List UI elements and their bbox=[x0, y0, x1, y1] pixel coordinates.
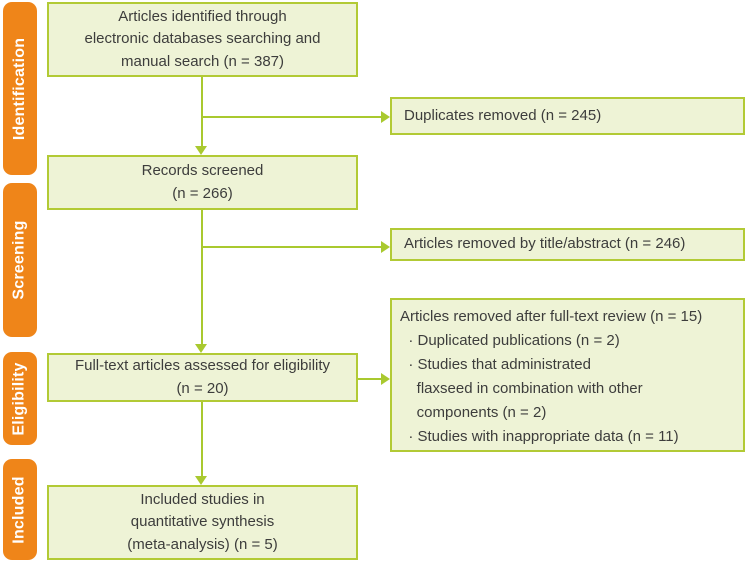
connector-identified-to-screened bbox=[201, 77, 203, 147]
stage-label-text: Eligibility bbox=[11, 361, 29, 436]
arrowhead-down-icon bbox=[195, 476, 207, 485]
connector-fulltext-to-included bbox=[201, 402, 203, 477]
connector-screened-to-fulltext bbox=[201, 210, 203, 345]
connector-to-removed-fulltext bbox=[358, 378, 382, 380]
stage-label-text: Identification bbox=[11, 37, 29, 140]
arrowhead-right-icon bbox=[381, 241, 390, 253]
arrowhead-down-icon bbox=[195, 146, 207, 155]
box-articles-identified: Articles identified through electronic d… bbox=[47, 2, 358, 77]
box-fulltext-assessed: Full-text articles assessed for eligibil… bbox=[47, 353, 358, 402]
box-removed-title-abstract: Articles removed by title/abstract (n = … bbox=[390, 228, 745, 261]
stage-label-screening: Screening bbox=[3, 183, 37, 337]
stage-label-identification: Identification bbox=[3, 2, 37, 175]
connector-to-removed-title-abstract bbox=[201, 246, 382, 248]
box-included-studies: Included studies in quantitative synthes… bbox=[47, 485, 358, 560]
connector-to-duplicates-removed bbox=[201, 116, 382, 118]
stage-label-included: Included bbox=[3, 459, 37, 560]
arrowhead-right-icon bbox=[381, 373, 390, 385]
box-records-screened: Records screened (n = 266) bbox=[47, 155, 358, 210]
arrowhead-right-icon bbox=[381, 111, 390, 123]
box-duplicates-removed: Duplicates removed (n = 245) bbox=[390, 97, 745, 135]
stage-label-text: Screening bbox=[11, 220, 29, 300]
stage-label-text: Included bbox=[11, 475, 29, 544]
stage-label-eligibility: Eligibility bbox=[3, 352, 37, 445]
arrowhead-down-icon bbox=[195, 344, 207, 353]
box-removed-fulltext-review: Articles removed after full-text review … bbox=[390, 298, 745, 452]
